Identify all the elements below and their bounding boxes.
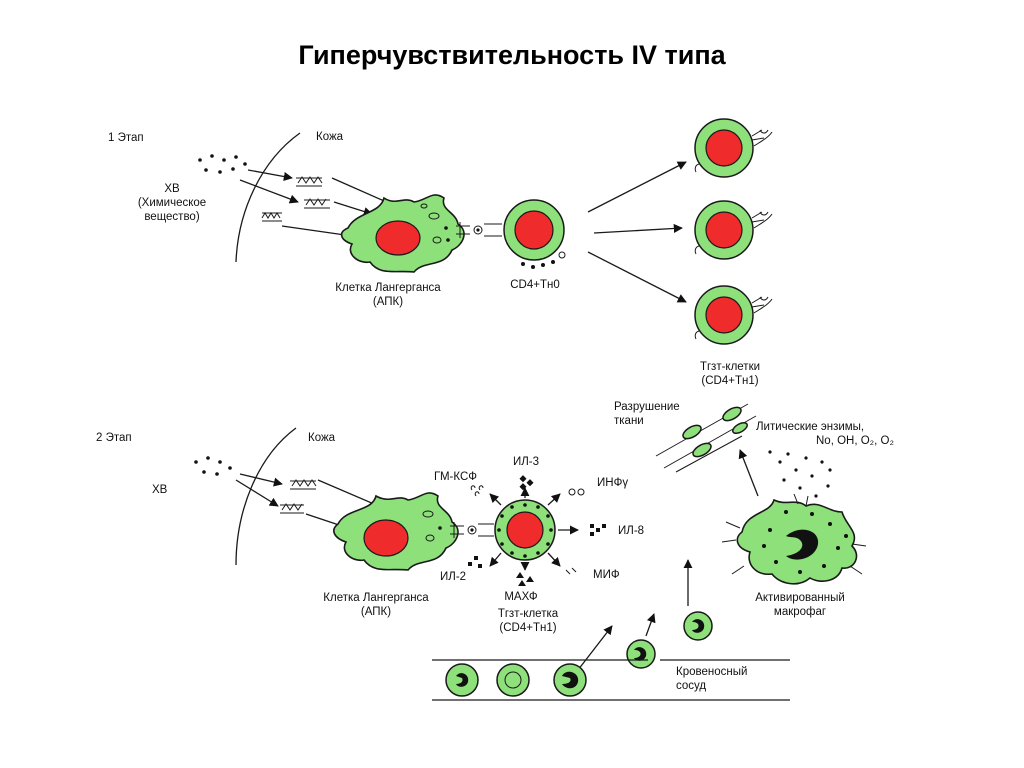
page-title: Гиперчувствительность IV типа	[298, 40, 726, 70]
cytokine-il2-label: ИЛ-2	[440, 571, 466, 583]
stage1-chem-label: ХВ	[164, 183, 180, 195]
cytokine-il8-label: ИЛ-8	[618, 525, 644, 537]
stage2-cytokine-arrows	[489, 487, 579, 571]
cytokine-machf-label: МАХФ	[504, 591, 538, 603]
stage2-th1-cell	[494, 499, 556, 561]
stage1-th1-cell-top	[694, 118, 773, 178]
stage2-chemical-dots	[194, 456, 232, 476]
stage1-apc-label: Клетка Лангерганса	[335, 282, 441, 294]
blood-vessel	[432, 659, 790, 701]
enzyme-arrow	[738, 449, 759, 497]
lytic-enzymes-label: Литические энзимы,	[756, 421, 864, 433]
stage1-synapse	[456, 222, 502, 238]
stage1-th1-cell-bottom	[694, 285, 773, 345]
stage1-th1-label-2: (CD4+Тн1)	[701, 375, 758, 387]
stage1-label: 1 Этап	[108, 132, 144, 144]
lytic-enzymes-label-2: No, OH, O₂, O₂	[816, 435, 894, 447]
stage2-th1-label: Тгзт-клетка	[498, 608, 559, 620]
macrophage-label: Активированный	[755, 592, 845, 604]
vessel-label-2: сосуд	[676, 680, 706, 692]
tissue-destruction-cells	[655, 403, 757, 473]
stage-2: 2 Этап Кожа ХВ Клетка Лангерганса (АПК)	[96, 401, 894, 701]
stage1-th1-cell-middle	[694, 200, 773, 260]
stage-1: 1 Этап Кожа ХВ (Химическое вещество)	[108, 118, 773, 387]
stage1-chem-label-2: (Химическое	[138, 197, 206, 209]
stage2-hapten-complexes	[280, 479, 317, 514]
stage2-apc-label: Клетка Лангерганса	[323, 592, 429, 604]
cytokine-mif-label: МИФ	[593, 569, 620, 581]
stage1-skin-label: Кожа	[316, 131, 344, 143]
stage2-th1-label-2: (CD4+Тн1)	[499, 622, 556, 634]
stage1-th0-label: CD4+Тн0	[510, 279, 560, 291]
cytokine-ifn-label: ИНФγ	[597, 477, 628, 489]
stage1-th0-cell	[503, 199, 566, 269]
tissue-destruction-label-2: ткани	[614, 415, 644, 427]
macrophage-label-2: макрофаг	[774, 606, 826, 618]
stage1-chemical-dots	[198, 154, 247, 174]
stage1-langerhans-cell	[340, 194, 465, 273]
stage1-chem-label-3: вещество)	[144, 211, 199, 223]
tissue-destruction-label: Разрушение	[614, 401, 680, 413]
stage2-chem-label: ХВ	[152, 484, 168, 496]
cytokine-il3-label: ИЛ-3	[513, 456, 539, 468]
vessel-label: Кровеносный	[676, 666, 747, 678]
stage2-apc-label-2: (АПК)	[361, 606, 391, 618]
stage2-label: 2 Этап	[96, 432, 132, 444]
stage1-th1-label: Тгзт-клетки	[700, 361, 760, 373]
enzyme-dots	[768, 450, 832, 498]
cytokine-gmcsf-label: ГМ-КСФ	[434, 471, 477, 483]
stage2-langerhans-cell	[333, 492, 459, 571]
stage1-apc-label-2: (АПК)	[373, 296, 403, 308]
stage1-hapten-complexes	[261, 176, 330, 222]
stage2-skin-label: Кожа	[308, 432, 336, 444]
stage2-cytokine-symbols	[468, 475, 606, 586]
migrating-monocytes	[577, 559, 713, 671]
activated-macrophage	[721, 493, 867, 585]
stage1-skin-boundary	[235, 132, 301, 263]
stage2-skin-boundary	[235, 427, 297, 566]
stage2-synapse	[450, 522, 494, 538]
